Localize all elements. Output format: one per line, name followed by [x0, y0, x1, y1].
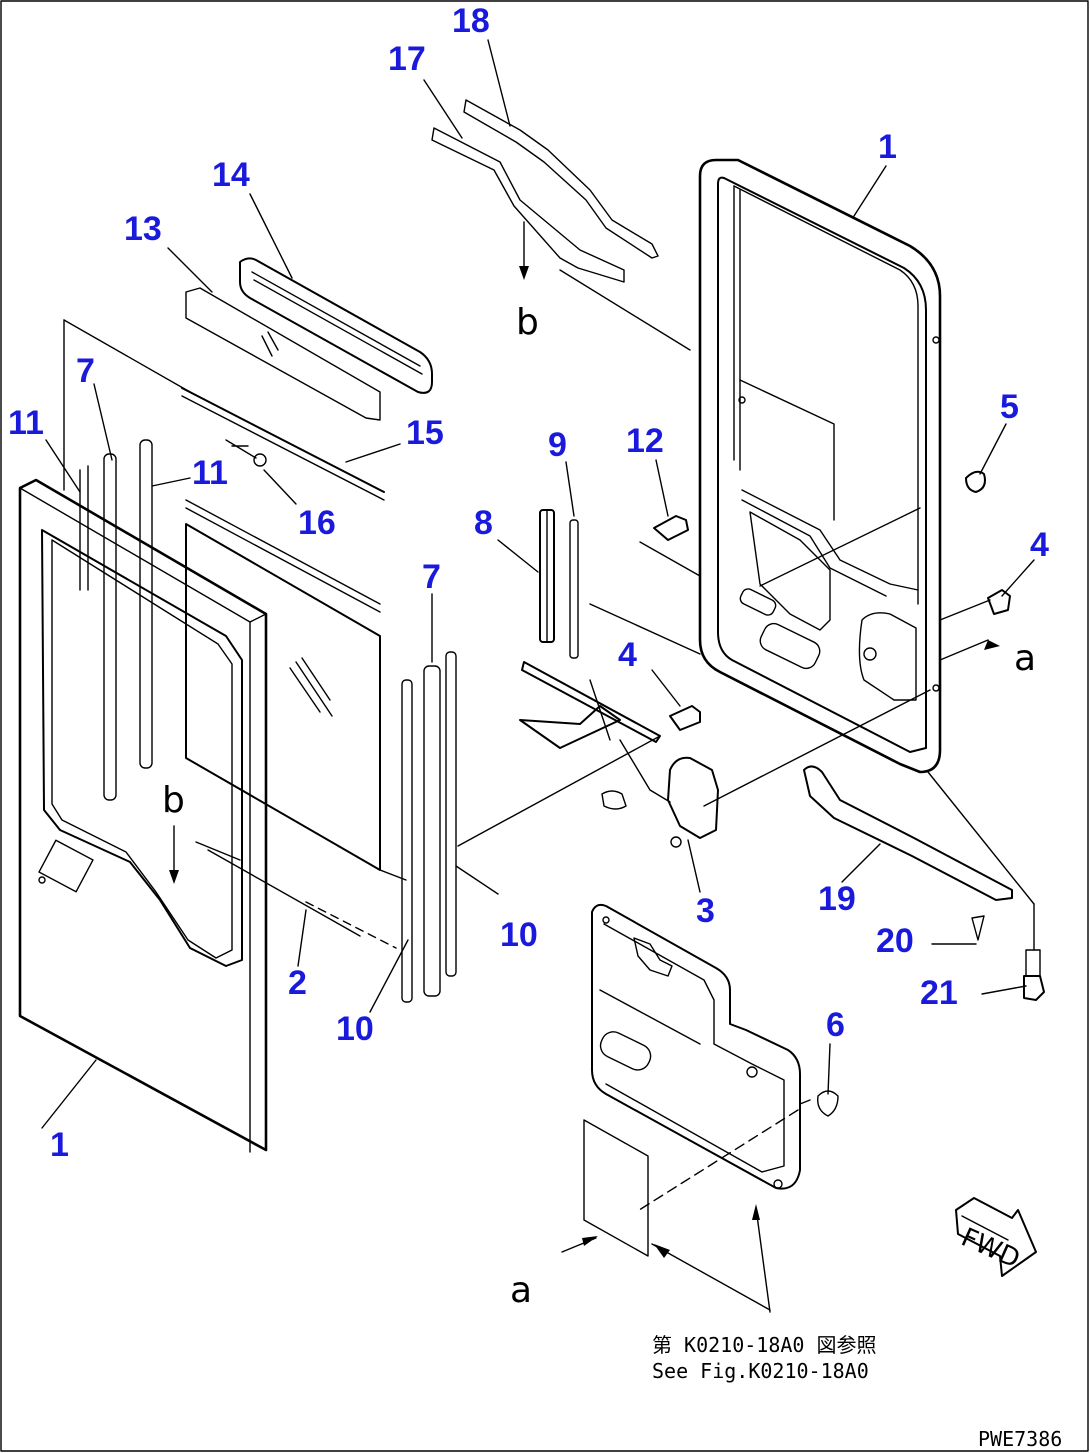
- callout-11-right: 11: [192, 454, 228, 492]
- callout-12: 12: [626, 422, 664, 460]
- note-line-jp: 第 K0210-18A0 図参照: [652, 1333, 877, 1357]
- ref-letter-b-upper: b: [516, 302, 539, 343]
- callout-1-left: 1: [50, 1126, 69, 1164]
- callout-21: 21: [920, 974, 958, 1012]
- callout-labels: 1 1 2 3 4 4 5 6 7 7 8 9 10 10 11 11 12 1…: [8, 2, 1049, 1164]
- note-line-en: See Fig.K0210-18A0: [652, 1359, 869, 1383]
- leader-rail-to-door: [559, 269, 691, 351]
- ref-letter-a-lower: a: [510, 1270, 532, 1311]
- callout-14: 14: [212, 156, 250, 194]
- callout-20: 20: [876, 922, 914, 960]
- glass-outline-top: [63, 319, 191, 393]
- forward-arrow-symbol: FWD: [955, 1197, 1037, 1277]
- callout-4-lower: 4: [618, 636, 637, 674]
- callout-10-left: 10: [336, 1010, 374, 1048]
- assembly-leader-lines: [169, 507, 1035, 1313]
- upper-rails: [431, 99, 659, 283]
- reference-letters: a a b b: [162, 302, 1036, 1311]
- callout-leaders: [41, 39, 1035, 1129]
- callout-1-right: 1: [878, 128, 897, 166]
- reference-note: 第 K0210-18A0 図参照 See Fig.K0210-18A0: [652, 1333, 877, 1383]
- drawing-code: PWE7386: [978, 1427, 1062, 1451]
- left-door-panel: [18, 478, 268, 1153]
- right-door-frame: [698, 158, 942, 774]
- window-regulator: [519, 509, 719, 848]
- callout-15: 15: [406, 414, 444, 452]
- callout-6: 6: [826, 1006, 845, 1044]
- callout-18: 18: [452, 2, 490, 40]
- callout-5: 5: [1000, 388, 1019, 426]
- callout-16: 16: [298, 504, 336, 542]
- seal-strip-group-left: [79, 439, 381, 801]
- callout-7-right: 7: [422, 558, 441, 596]
- callout-19: 19: [818, 880, 856, 918]
- callout-3: 3: [696, 892, 715, 930]
- callout-4-upper: 4: [1030, 526, 1049, 564]
- callout-17: 17: [388, 40, 426, 78]
- upper-channel-parts: [181, 257, 433, 501]
- lower-rail: [803, 765, 1013, 901]
- seal-strip-group-right: [401, 651, 457, 1003]
- callout-9: 9: [548, 426, 567, 464]
- ref-letter-a-upper: a: [1014, 638, 1036, 679]
- ref-letter-b-lower: b: [162, 780, 185, 821]
- callout-2: 2: [288, 964, 307, 1002]
- callout-8: 8: [474, 504, 493, 542]
- callout-7-left: 7: [76, 352, 95, 390]
- callout-13: 13: [124, 210, 162, 248]
- fasteners: [653, 470, 1045, 1117]
- inner-trim-panel: [583, 903, 801, 1257]
- callout-10-right: 10: [500, 916, 538, 954]
- callout-11-left: 11: [8, 404, 44, 442]
